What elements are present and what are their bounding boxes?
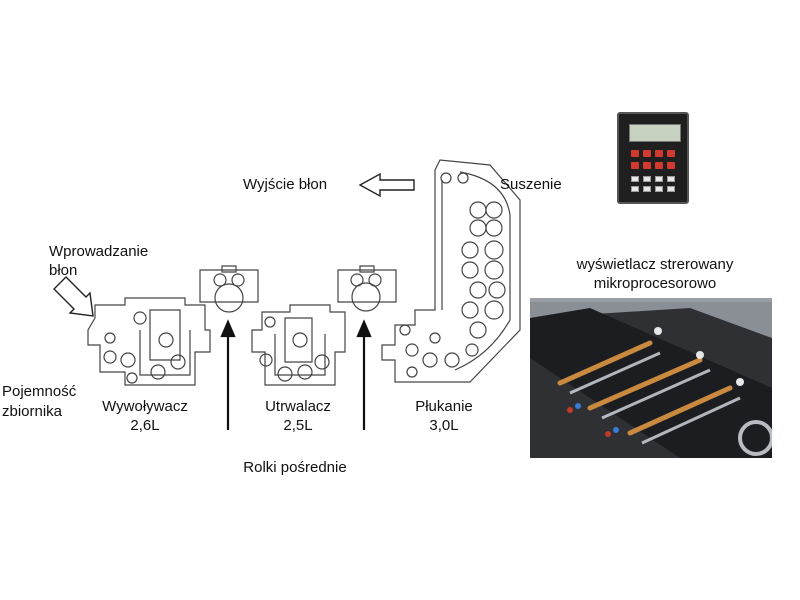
dryer-label: Suszenie	[500, 176, 562, 193]
display-caption-line1: wyświetlacz strerowany	[576, 256, 734, 273]
control-panel-lcd	[629, 124, 681, 142]
panel-key	[643, 176, 651, 182]
panel-key	[655, 150, 663, 157]
crossover-rollers-label: Rolki pośrednie	[243, 459, 347, 476]
display-caption-line2: mikroprocesorowo	[593, 275, 717, 292]
panel-key	[631, 186, 639, 192]
fixer-tank	[251, 304, 346, 386]
panel-key	[655, 186, 663, 192]
panel-key	[631, 176, 639, 182]
developer-volume: 2,6L	[130, 417, 160, 434]
wash-volume: 3,0L	[429, 417, 459, 434]
panel-key	[655, 162, 663, 169]
film-input-label-line1: Wprowadzanie	[49, 243, 149, 260]
film-output-label: Wyjście błon	[243, 176, 328, 193]
panel-key	[631, 150, 639, 157]
panel-key	[667, 162, 675, 169]
control-panel-image	[617, 112, 689, 204]
fixer-label: Utrwalacz	[265, 398, 331, 415]
crossover-arrow-1	[220, 319, 236, 430]
film-output-arrow	[358, 172, 415, 198]
tank-capacity-label-line1: Pojemność	[2, 383, 77, 400]
film-input-label-line2: błon	[49, 262, 78, 279]
tank-capacity-label-line2: zbiornika	[2, 403, 63, 420]
panel-key	[667, 186, 675, 192]
processor-photo-illustration	[530, 298, 772, 458]
panel-key	[667, 176, 675, 182]
panel-key	[667, 150, 675, 157]
panel-key	[631, 162, 639, 169]
processor-photo	[530, 298, 772, 458]
panel-key	[643, 186, 651, 192]
fixer-volume: 2,5L	[283, 417, 313, 434]
crossover-roller-2	[337, 265, 397, 312]
developer-label: Wywoływacz	[102, 398, 188, 415]
crossover-arrow-2	[356, 319, 372, 430]
panel-key	[643, 162, 651, 169]
developer-tank	[87, 297, 211, 386]
film-input-arrow	[53, 276, 94, 317]
crossover-roller-1	[199, 265, 259, 313]
wash-label: Płukanie	[415, 398, 473, 415]
wash-dryer-section	[381, 159, 521, 383]
panel-key	[643, 150, 651, 157]
panel-key	[655, 176, 663, 182]
